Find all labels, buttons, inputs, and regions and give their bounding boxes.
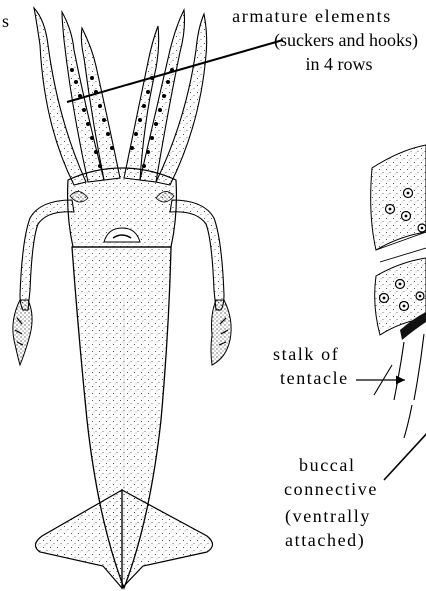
buccal-label-line4: attached): [285, 530, 365, 551]
buccal-label-line1: buccal: [299, 455, 356, 475]
armature-label-line1: armature elements: [232, 6, 392, 26]
armature-label-line2: (suckers and hooks): [274, 30, 418, 51]
tentacle-club-right: [211, 300, 231, 365]
labels: s armature elements (suckers and hooks) …: [2, 6, 418, 551]
stalk-arrowhead: [396, 376, 405, 385]
stalk-label-line1: stalk of: [273, 344, 339, 364]
tentacle-club-left: [13, 300, 32, 365]
buccal-leader: [384, 430, 426, 480]
tentacle-left: [20, 200, 74, 310]
tentacle-right: [170, 200, 224, 310]
squid-illustration: [13, 8, 231, 588]
stalk-line-lower: [404, 405, 412, 438]
armature-label-line3: in 4 rows: [306, 54, 373, 74]
stalk-line-a: [394, 342, 404, 400]
buccal-label-line2: connective: [284, 479, 378, 499]
cut-off-label: s: [2, 11, 9, 31]
detail-view: [371, 145, 426, 438]
stalk-line-b: [414, 334, 424, 400]
stalk-label-line2: tentacle: [280, 368, 349, 388]
buccal-label-line3: (ventrally: [285, 506, 371, 527]
detail-arm-band: [371, 145, 426, 250]
